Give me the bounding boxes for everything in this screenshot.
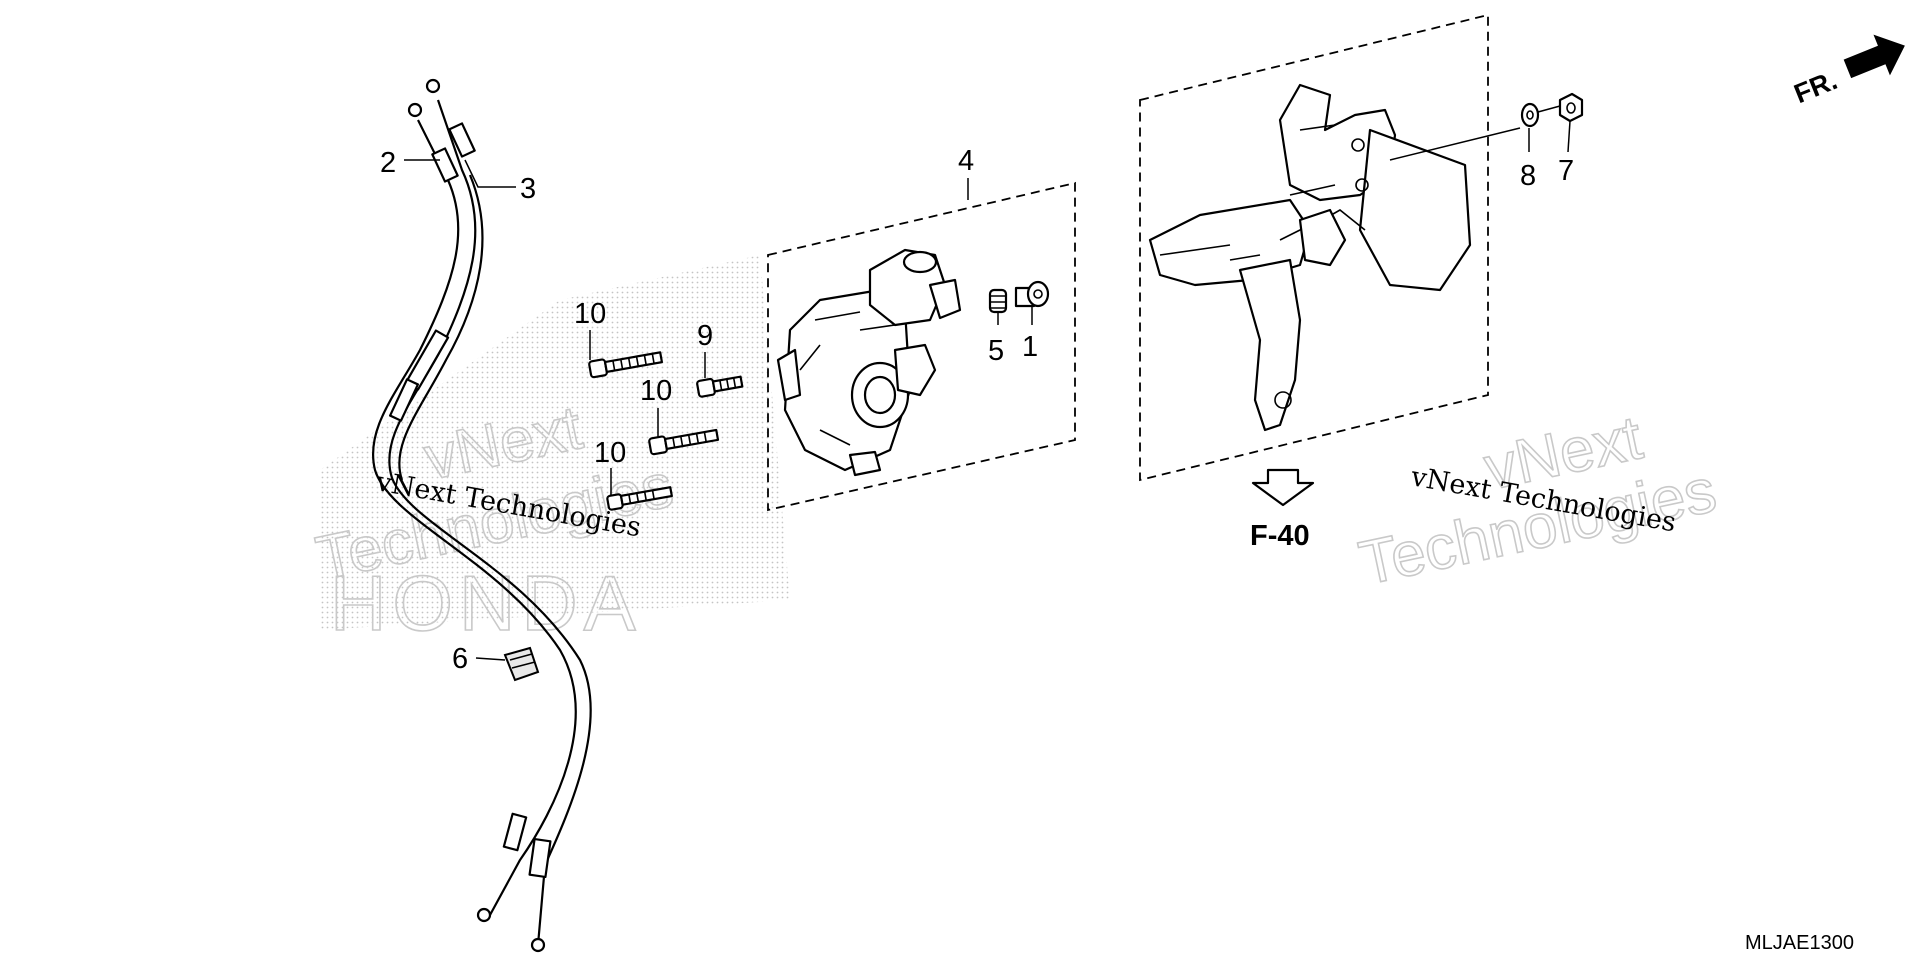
mount-tab-bottom [848,450,882,477]
callout-4: 4 [958,145,974,177]
cable-tip-lower-3 [530,937,546,953]
bracket-hole-mid [1355,178,1369,192]
watermark-left: vNext Technologies HONDA vNext Technolog… [310,255,790,648]
callout-10-top: 10 [574,298,606,330]
callout-leaders [404,120,1571,661]
nut-part-7 [1558,92,1584,123]
dashed-boundary-bracket [1139,13,1489,482]
throttle-cables [372,78,592,953]
leader-bracket-to-washer [1389,105,1561,161]
callout-9: 9 [697,320,713,352]
cable-3-outer [398,174,484,481]
callout-10-middle: 10 [640,375,672,407]
watermark-outline-honda: HONDA [330,559,642,647]
bracket-side-plate [1358,128,1472,292]
bracket-assembly [1139,13,1584,482]
bolts [588,351,744,511]
bracket-lower-leg [1238,258,1302,432]
throttle-body-assembly [767,181,1076,512]
front-direction: FR. [1790,34,1905,109]
callouts: 1 2 3 4 5 6 7 8 9 10 10 10 [380,145,1574,675]
bolt-10-lower [606,486,673,511]
grommet-part-5 [988,288,1008,314]
cable-end-lower-3 [528,837,552,879]
mount-tab-right [928,278,962,320]
dashed-boundary-part-4 [767,181,1076,512]
cable-tip-upper-2 [407,102,423,118]
cable-end-upper-3 [448,122,476,158]
callout-7: 7 [1558,155,1574,187]
cable-end-upper-2 [431,147,459,183]
bracket-hole-upper [1351,138,1365,152]
motor-end-cap [902,250,938,274]
reference-arrow: F-40 [1250,468,1315,552]
collar-part-1 [1014,280,1050,308]
callout-2: 2 [380,147,396,179]
bolt-10-middle [648,428,720,456]
bolt-9 [696,375,744,398]
front-direction-label: FR. [1790,65,1842,109]
front-arrow-icon [1843,34,1905,79]
throttle-body [776,248,962,477]
callout-1: 1 [1022,331,1038,363]
cable-3 [388,99,592,946]
bracket-mounting-boss [1298,208,1347,267]
bracket-details [1159,124,1366,261]
cable-tip-upper-3 [425,78,441,94]
cable-end-lower-2 [502,812,528,852]
callout-8: 8 [1520,160,1536,192]
bolt-10-top [588,351,664,379]
reference-label: F-40 [1250,520,1310,552]
callout-6: 6 [452,643,468,675]
diagram-code: MLJAE1300 [1745,932,1854,954]
throttle-bore-inner [863,375,897,415]
cable-tip-lower-2 [476,907,492,923]
bracket-hole-lower [1274,391,1292,409]
housing-detail [799,311,896,446]
bracket [1148,83,1472,432]
washer-part-8 [1520,102,1540,128]
watermark-right: vNext Technologies vNext Technologies [1353,402,1723,599]
throttle-pulley [893,343,937,397]
clip-part-6 [503,646,540,682]
cable-sleeve-lower [389,378,419,422]
clip-ribs [509,653,536,669]
callout-10-lower: 10 [594,437,626,469]
down-arrow-icon [1251,468,1315,507]
callout-3: 3 [520,173,536,205]
callout-5: 5 [988,335,1004,367]
clip-body [503,646,540,682]
cable-2 [372,119,577,916]
mount-tab-left [776,348,802,402]
